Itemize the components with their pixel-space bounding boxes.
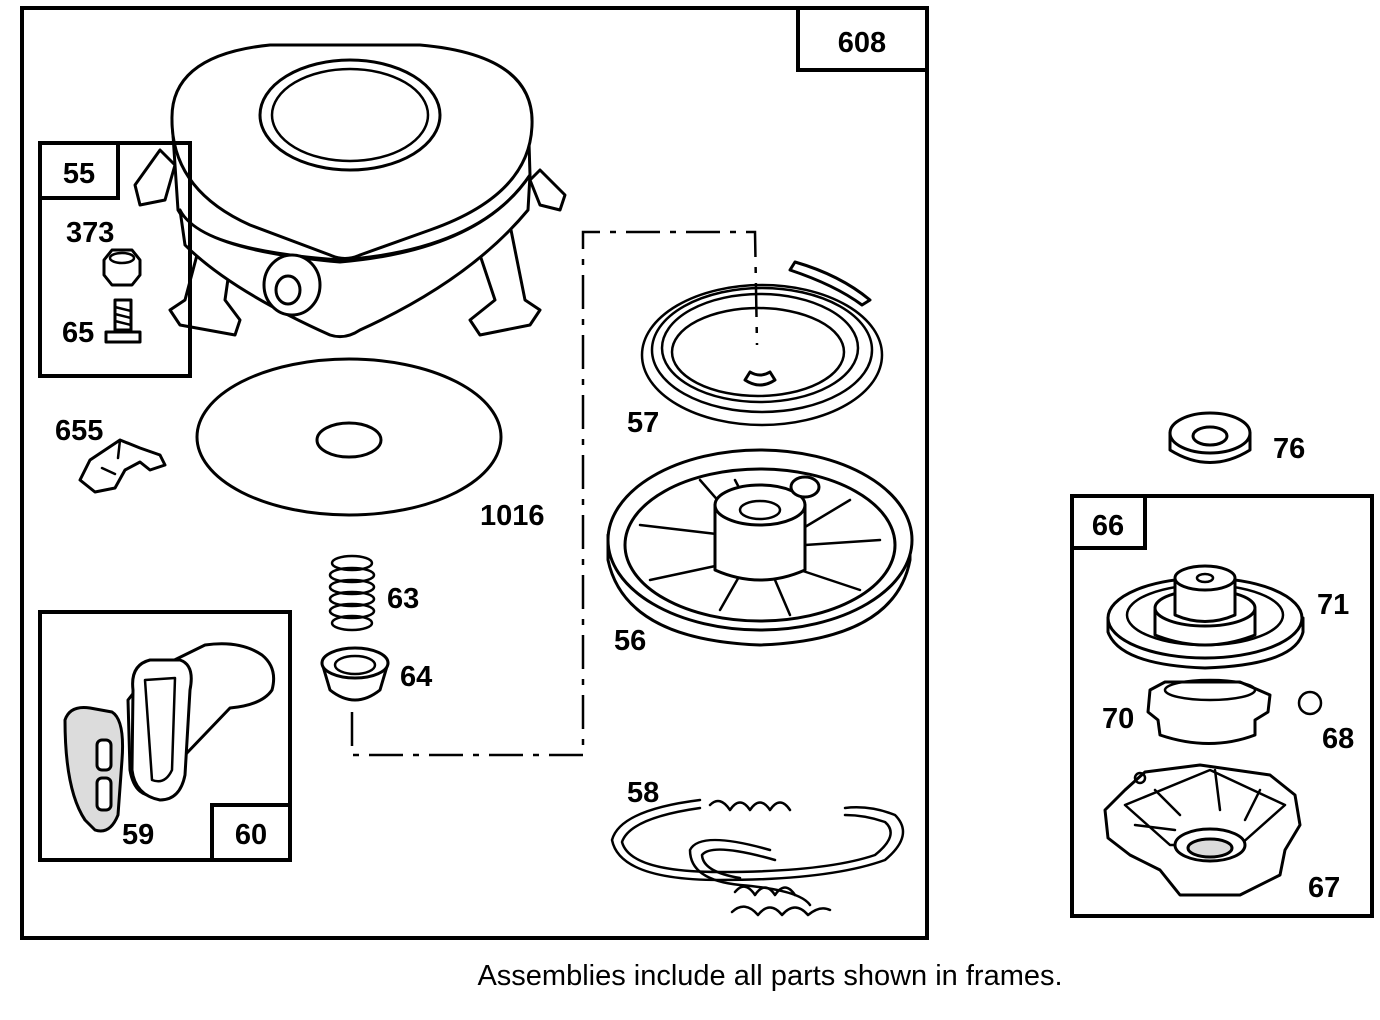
assembly-leader-line (350, 230, 759, 757)
label-58: 58 (627, 777, 659, 809)
label-1016: 1016 (480, 500, 545, 532)
label-60: 60 (235, 819, 267, 851)
guide-655 (78, 438, 167, 494)
ball-68 (1297, 690, 1323, 716)
label-71: 71 (1317, 589, 1349, 621)
frame-66-tag (1070, 494, 1147, 550)
handle-insert-59 (63, 706, 124, 833)
rope-58 (610, 798, 905, 917)
pulley-56 (606, 448, 914, 647)
frame-60-tag (210, 803, 292, 862)
screw-65 (104, 298, 142, 344)
assemblies-note: Assemblies include all parts shown in fr… (477, 960, 1063, 992)
bushing-64 (320, 646, 390, 702)
frame-608-tag (796, 6, 929, 72)
label-67: 67 (1308, 872, 1340, 904)
rewind-spring-57 (640, 260, 884, 427)
clutch-70 (1146, 678, 1272, 745)
housing-67 (1103, 763, 1302, 897)
washer-76 (1168, 411, 1252, 464)
plate-1016 (195, 357, 503, 517)
spring-63 (328, 554, 376, 632)
label-59: 59 (122, 819, 154, 851)
label-373: 373 (66, 217, 114, 249)
label-64: 64 (400, 661, 432, 693)
label-70: 70 (1102, 703, 1134, 735)
nut-373 (102, 248, 142, 287)
label-65: 65 (62, 317, 94, 349)
label-55: 55 (63, 158, 95, 190)
frame-608 (20, 6, 929, 940)
label-68: 68 (1322, 723, 1354, 755)
frame-60 (38, 610, 292, 862)
blower-housing (133, 43, 567, 339)
handle-60 (126, 642, 276, 802)
frame-66 (1070, 494, 1374, 918)
label-63: 63 (387, 583, 419, 615)
label-66: 66 (1092, 510, 1124, 542)
label-56: 56 (614, 625, 646, 657)
label-76: 76 (1273, 433, 1305, 465)
label-57: 57 (627, 407, 659, 439)
label-608: 608 (838, 27, 886, 59)
clutch-cup-71 (1106, 564, 1305, 670)
frame-55-tag (38, 141, 120, 200)
label-655: 655 (55, 415, 103, 447)
